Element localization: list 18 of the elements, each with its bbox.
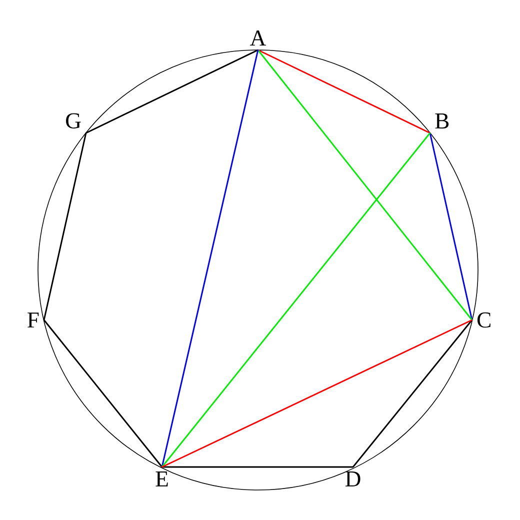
vertex-label: F <box>28 312 39 328</box>
line-segment <box>43 320 163 468</box>
line-segment <box>161 132 431 468</box>
vertex-label: E <box>156 472 168 486</box>
line-segment <box>162 466 354 468</box>
line-segment <box>161 50 259 468</box>
line-segment <box>43 132 87 320</box>
line-segment <box>429 132 473 320</box>
vertex-label: A <box>250 30 266 46</box>
vertex-label: G <box>66 113 81 128</box>
vertex-label: D <box>345 472 360 486</box>
line-segment <box>86 49 258 134</box>
line-segment <box>257 50 473 320</box>
line-segment <box>258 49 430 134</box>
vertex-label: B <box>435 114 449 128</box>
line-segment <box>352 320 473 468</box>
vertex-label: C <box>477 312 490 328</box>
line-segment <box>162 319 472 468</box>
